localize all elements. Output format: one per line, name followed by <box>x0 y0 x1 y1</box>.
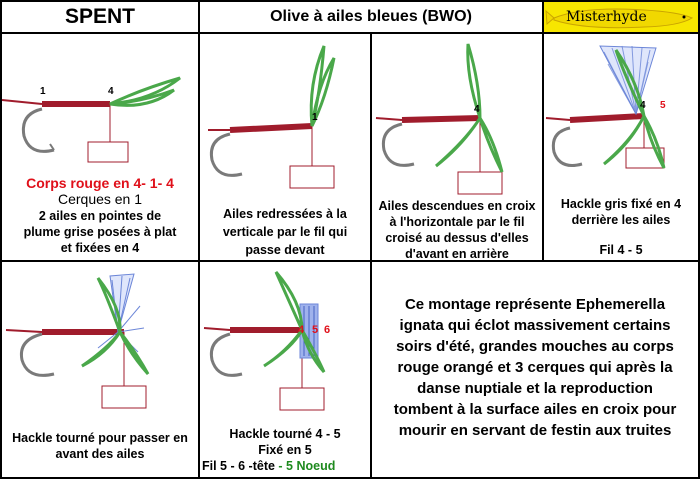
spent-header: SPENT <box>2 2 198 32</box>
step-2-panel: 1 Ailes redressées à la verticale par le… <box>200 34 370 260</box>
mark-4: 4 <box>474 104 480 115</box>
caption-line: Ailes descendues en croix <box>378 199 536 213</box>
mark-1: 1 <box>312 112 318 123</box>
caption-line: derrière les ailes <box>571 213 671 227</box>
step-6-panel: 4 5 6 Hackle tourné 4 - 5 Fixé en 5 Fil … <box>200 262 370 477</box>
mark-5: 5 <box>312 324 319 336</box>
step-3-panel: 4 Ailes descendues en croix à l'horizont… <box>372 34 542 260</box>
caption-line: Fixé en 5 <box>258 443 312 457</box>
caption-line: verticale par le fil qui <box>222 225 348 239</box>
fly-drawing-step-5 <box>5 273 150 409</box>
misterhyde-logo: Misterhyde <box>544 2 698 32</box>
description-text: Ce montage représente Ephemerella ignata… <box>380 294 690 441</box>
description-panel: Ce montage représente Ephemerella ignata… <box>372 262 698 477</box>
description-line: ignata qui éclot massivement certains <box>399 317 671 334</box>
caption-line: Hackle gris fixé en 4 <box>560 197 682 211</box>
mark-1: 1 <box>40 86 46 97</box>
step-5-panel: Hackle tourné pour passer en avant des a… <box>2 262 198 477</box>
caption-line: avant des ailes <box>55 447 145 461</box>
mark-4: 4 <box>298 324 305 336</box>
caption-line: à l'horizontale par le fil <box>389 215 525 229</box>
description-line: Ce montage représente Ephemerella <box>404 296 666 313</box>
mark-5: 5 <box>660 100 666 111</box>
step-4-panel: 4 5 Hackle gris fixé en 4 derrière les a… <box>544 34 698 260</box>
caption-line: Ailes redressées à la <box>223 207 347 221</box>
mark-4: 4 <box>640 100 646 111</box>
caption-line: plume grise posées à plat <box>23 225 177 239</box>
description-line: mourir en servant de festin aux truites <box>398 422 672 439</box>
description-line: danse nuptiale et la reproduction <box>417 380 653 397</box>
fish-logo-icon <box>545 8 694 29</box>
caption-line: Hackle tourné 4 - 5 <box>229 427 341 441</box>
caption-line: 2 ailes en pointes de <box>38 209 162 223</box>
mark-4: 4 <box>108 86 114 97</box>
description-line: soirs d'été, grandes mouches au corps <box>396 338 674 355</box>
caption-red: Corps rouge en 4- 1- 4 <box>26 175 174 191</box>
thread-instruction: Fil 5 - 6 -tête - 5 Noeud <box>202 459 336 473</box>
caption-line: passe devant <box>245 243 325 257</box>
fly-drawing-step-2 <box>208 45 336 189</box>
step-1-panel: 1 4 Corps rouge en 4- 1- 4 Cerques en 1 … <box>2 34 198 260</box>
thread-instruction: Fil 4 - 5 <box>599 243 643 257</box>
caption-line: Hackle tourné pour passer en <box>12 431 188 445</box>
fly-drawing-step-4 <box>545 45 666 169</box>
description-line: rouge orangé et 3 cerques qui après la <box>397 359 673 376</box>
fly-title: Olive à ailes bleues (BWO) <box>200 2 542 32</box>
caption-line: Cerques en 1 <box>57 191 143 207</box>
mark-6: 6 <box>324 324 331 336</box>
fly-drawing-step-1 <box>2 76 181 163</box>
fly-drawing-step-6 <box>203 271 326 411</box>
caption-line: et fixées en 4 <box>60 241 140 255</box>
caption-line: d'avant en arrière <box>405 247 509 260</box>
description-line: tombent à la surface ailes en croix pour <box>393 401 677 418</box>
fly-drawing-step-3 <box>375 43 504 195</box>
logo-text: Misterhyde <box>566 9 647 25</box>
caption-line: croisé au dessus d'elles <box>385 231 529 245</box>
